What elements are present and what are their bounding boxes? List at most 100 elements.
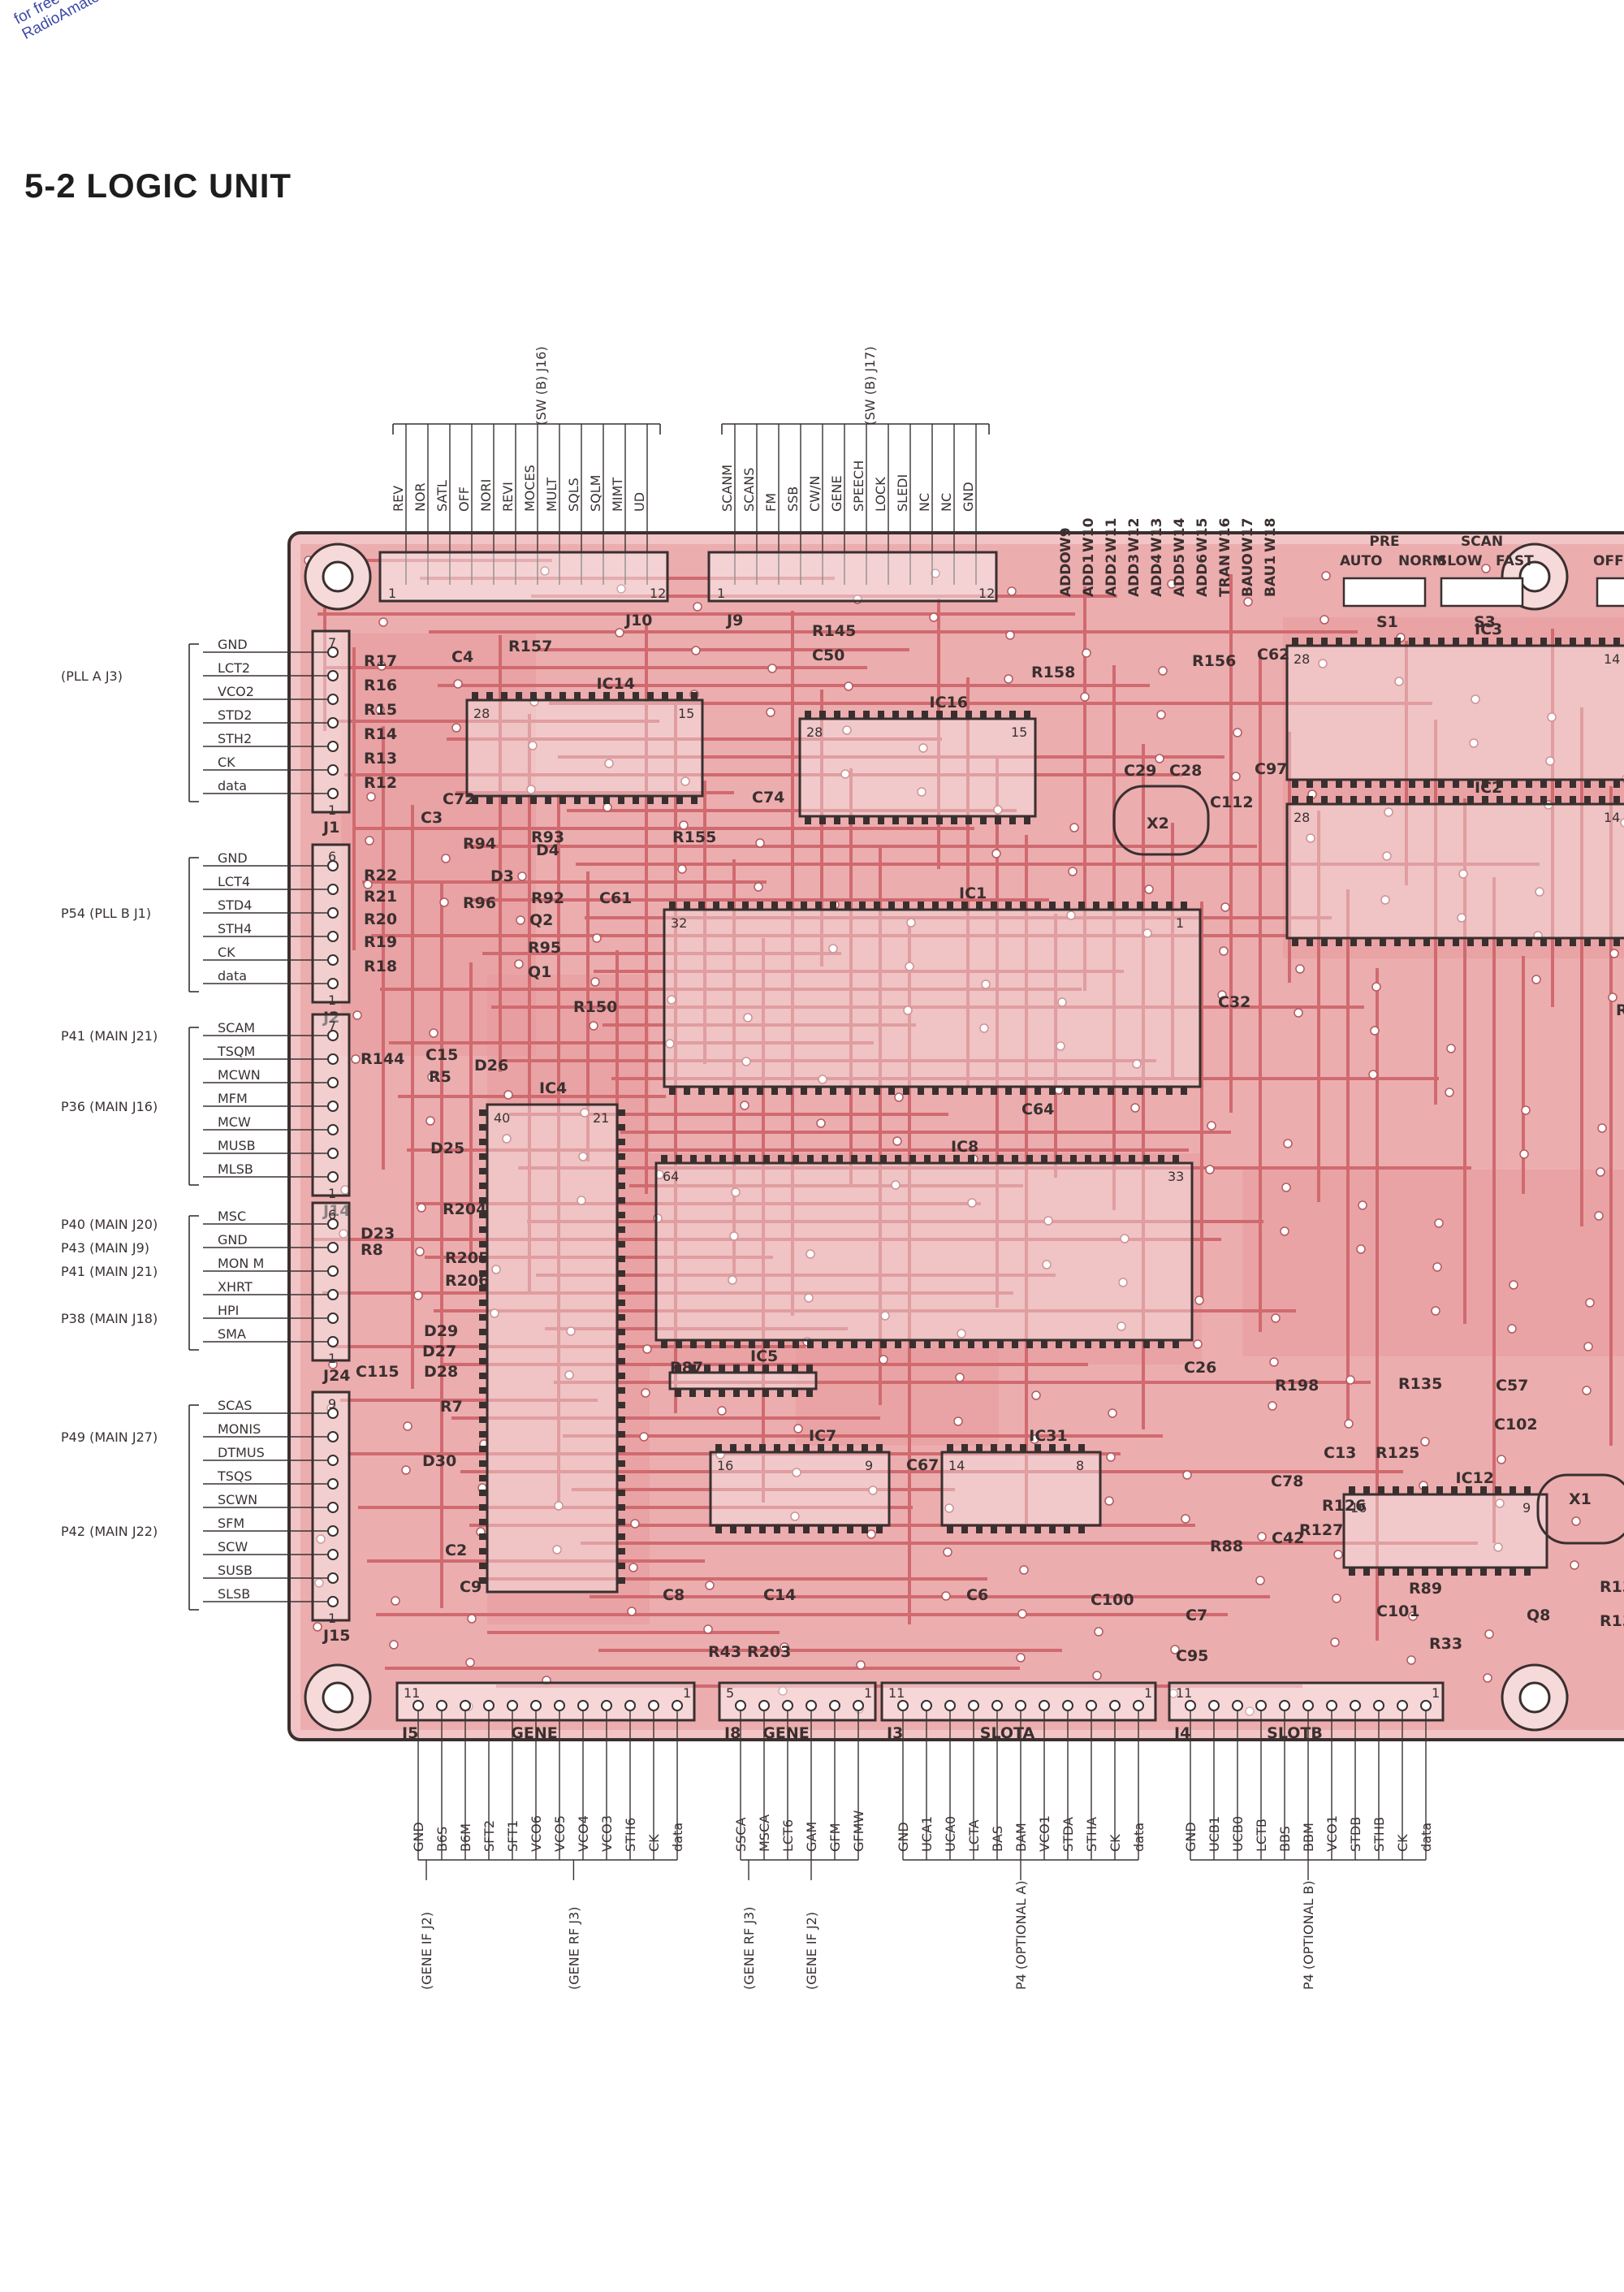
- ic-pin: [1555, 938, 1561, 946]
- ic-pin: [617, 1212, 625, 1218]
- part-r139: R139: [1600, 1578, 1624, 1596]
- origin-label: P49 (MAIN J27): [61, 1429, 158, 1445]
- via: [391, 1596, 400, 1606]
- ic-pin: [936, 711, 943, 719]
- ic-pin: [1158, 1340, 1164, 1348]
- via: [917, 787, 926, 797]
- ic-pin: [479, 1241, 487, 1248]
- pin-pad: [327, 1101, 339, 1112]
- via: [413, 1291, 423, 1300]
- ic-pin: [1466, 1486, 1472, 1494]
- ic-pin: [851, 1340, 857, 1348]
- part-c42: C42: [1272, 1529, 1304, 1547]
- ic-pin-number: 40: [494, 1110, 510, 1126]
- ic-pin: [1451, 1568, 1458, 1576]
- connector-body: [707, 551, 998, 603]
- ic-pin: [1365, 638, 1371, 646]
- ic-pin: [690, 1155, 697, 1163]
- via: [906, 918, 916, 928]
- ic-pin: [1407, 1486, 1414, 1494]
- ic-pin-number: 14: [1604, 810, 1620, 825]
- part-r94: R94: [463, 835, 496, 853]
- pin-label: GFMW: [851, 1810, 866, 1852]
- via: [1031, 1390, 1041, 1400]
- via: [993, 805, 1003, 815]
- ic-pin: [801, 902, 807, 910]
- via: [1207, 1121, 1216, 1131]
- ic-pin: [1034, 1525, 1041, 1533]
- part-r16: R16: [364, 677, 397, 694]
- ic-pin: [617, 1139, 625, 1145]
- mounting-hole-center: [1518, 1681, 1551, 1714]
- via: [1068, 867, 1078, 876]
- via: [1356, 1244, 1366, 1254]
- ic-pin: [1584, 796, 1591, 804]
- ic-pin: [1599, 638, 1605, 646]
- ic-pin: [874, 1087, 880, 1095]
- ic-pin: [479, 1446, 487, 1452]
- switch-position: NORM: [1398, 553, 1446, 569]
- ic-pin: [1099, 1155, 1106, 1163]
- ic-pin: [1482, 638, 1488, 646]
- ic-pin-number: 9: [865, 1458, 873, 1473]
- ic-pin: [479, 1548, 487, 1555]
- via: [793, 1424, 803, 1434]
- ic-pin: [1085, 1340, 1091, 1348]
- ic-pin: [675, 1389, 681, 1397]
- pin-label: SQLS: [566, 478, 581, 512]
- ic-pin: [1511, 796, 1518, 804]
- via: [1056, 1041, 1065, 1051]
- connector-ref: J24: [322, 1367, 351, 1385]
- ic-pin: [1394, 938, 1401, 946]
- via: [1193, 1339, 1203, 1349]
- ic-pin: [1024, 711, 1030, 719]
- switch-position: AUTO: [1340, 553, 1383, 569]
- ic-pin: [968, 1340, 974, 1348]
- ic-pin: [479, 1533, 487, 1540]
- pin-label: data: [218, 778, 247, 794]
- ic-pin: [1350, 638, 1357, 646]
- via: [389, 1640, 399, 1650]
- ic-pin: [689, 1389, 696, 1397]
- via: [1531, 975, 1541, 984]
- ic-pin: [951, 816, 957, 824]
- via: [630, 1519, 640, 1529]
- ic-pin: [1540, 638, 1547, 646]
- via: [526, 785, 536, 794]
- via: [639, 1432, 649, 1442]
- ic-pin: [836, 1155, 843, 1163]
- ic-pin: [903, 902, 909, 910]
- via: [415, 1247, 425, 1256]
- ic-pin: [1012, 1155, 1018, 1163]
- part-r155: R155: [672, 828, 716, 846]
- part-c100: C100: [1091, 1591, 1134, 1609]
- pin-label: CK: [1108, 1834, 1123, 1852]
- part-r87: R87: [670, 1359, 703, 1377]
- part-c95: C95: [1176, 1647, 1208, 1665]
- pin-pad: [327, 1596, 339, 1607]
- ic-pin: [1012, 1340, 1018, 1348]
- connector-ref: J8: [723, 1724, 741, 1742]
- ic-pin: [888, 902, 895, 910]
- ic-pin: [1436, 1486, 1443, 1494]
- pin-pad: [1420, 1700, 1432, 1711]
- via: [1321, 571, 1331, 581]
- ic-pin: [669, 902, 676, 910]
- ic-pin-number: 28: [806, 724, 823, 740]
- via: [604, 759, 614, 768]
- ic-pin: [1380, 780, 1386, 788]
- via: [1330, 1637, 1340, 1647]
- pin-label: SFM: [218, 1516, 244, 1531]
- ic-pin: [1423, 938, 1430, 946]
- ic-pin: [479, 1314, 487, 1321]
- ic-pin: [1129, 1155, 1135, 1163]
- part-r88: R88: [1210, 1537, 1243, 1555]
- via: [425, 1116, 435, 1126]
- ic-pin: [617, 1343, 625, 1350]
- via: [467, 1614, 477, 1624]
- ic-pin: [479, 1358, 487, 1364]
- ic-pin: [819, 816, 826, 824]
